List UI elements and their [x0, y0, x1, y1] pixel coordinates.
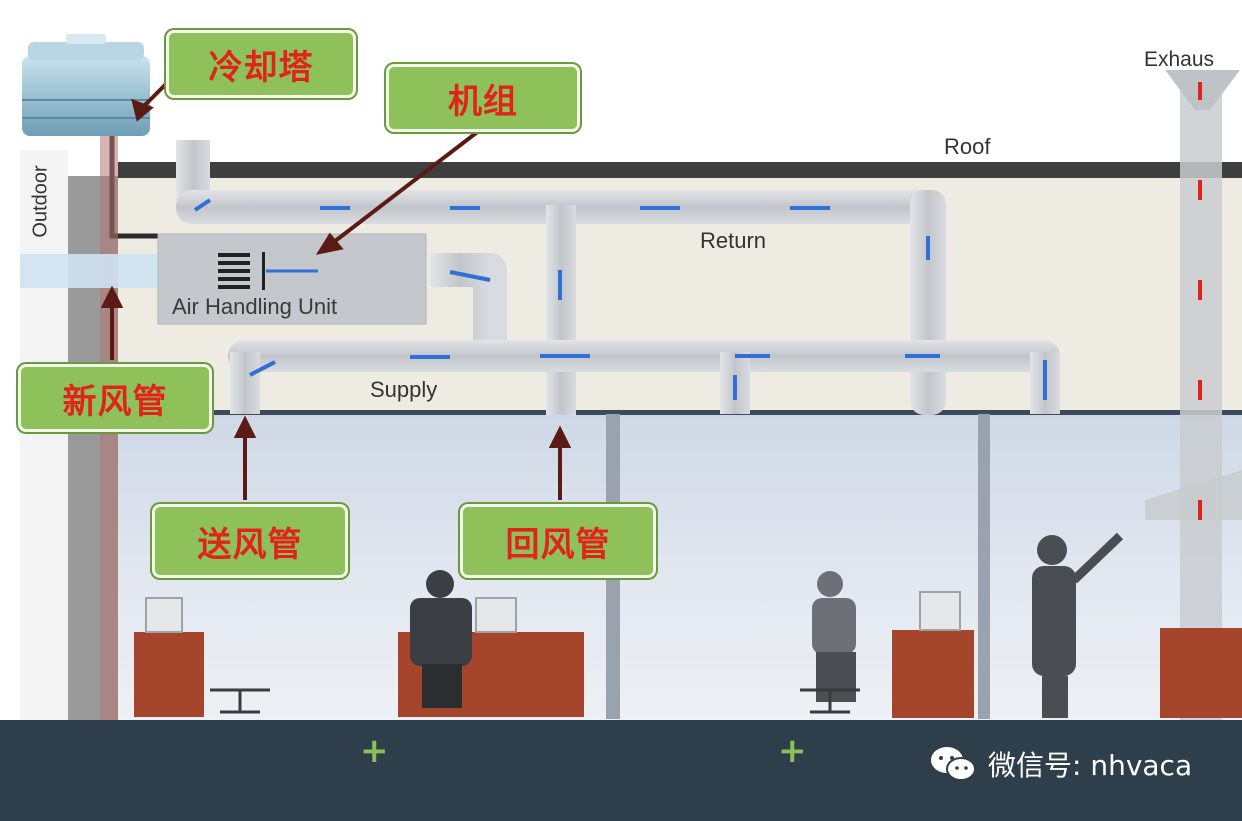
- watermark-text: 微信号: nhvaca: [988, 749, 1193, 782]
- return-label: Return: [700, 228, 767, 253]
- watermark: 微信号: nhvaca: [928, 744, 1192, 784]
- exhaust-label: Exhaus: [1144, 48, 1215, 71]
- roof-label: Roof: [944, 134, 991, 159]
- partition: [978, 414, 990, 719]
- svg-text:+: +: [360, 731, 389, 771]
- wechat-icon: [931, 747, 976, 781]
- fresh-air-duct-label: 新风管: [18, 364, 212, 432]
- filter-icon: [218, 252, 318, 290]
- svg-text:+: +: [778, 731, 807, 771]
- unit-label: 机组: [386, 64, 580, 132]
- office-worker: [812, 571, 856, 702]
- supply-label: Supply: [370, 377, 438, 402]
- air-handling-unit: [157, 233, 427, 325]
- ceiling-line: [118, 410, 1242, 415]
- ahu-label: Air Handling Unit: [172, 294, 338, 319]
- chair: [210, 688, 860, 714]
- return-duct-label: 回风管: [460, 504, 656, 578]
- outdoor-label: Outdoor: [29, 165, 52, 238]
- fresh-air-intake: [20, 254, 160, 288]
- exhaust-hood: [1165, 70, 1240, 110]
- callout-arrows: [100, 78, 572, 500]
- floor: [0, 720, 1242, 821]
- cooling-tower-label: 冷却塔: [166, 30, 356, 98]
- supply-duct-label: 送风管: [152, 504, 348, 578]
- cooling-tower-icon: [22, 34, 150, 136]
- supply-duct: [228, 340, 1060, 372]
- office-worker: [1032, 532, 1124, 718]
- roof-slab: [118, 162, 1242, 178]
- airflow-arrows: [193, 198, 1047, 400]
- office-worker: [410, 570, 472, 708]
